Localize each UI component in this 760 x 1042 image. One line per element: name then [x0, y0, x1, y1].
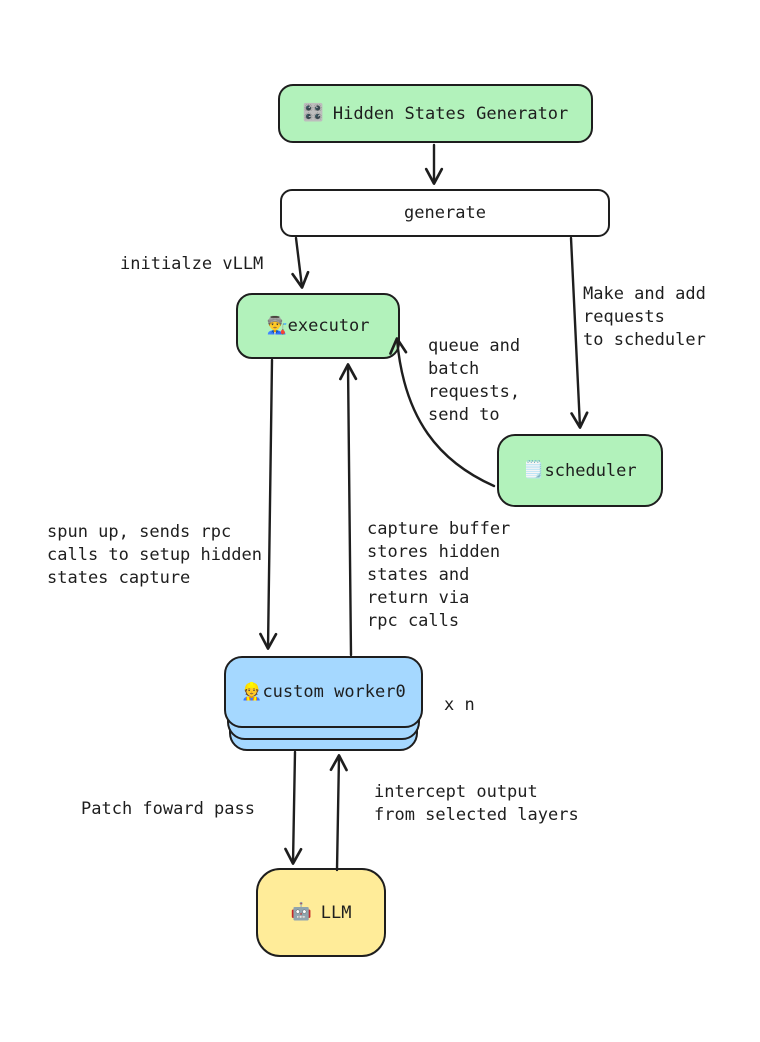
node-label: scheduler [544, 460, 637, 481]
node-label: LLM [320, 902, 352, 923]
arrow-generate-to-executor [291, 236, 310, 289]
arrow-worker-to-executor [339, 363, 358, 657]
node-label: executor [287, 316, 370, 336]
control-knobs-icon: 🎛️ [302, 103, 324, 123]
node-llm: 🤖 LLM [256, 868, 386, 957]
arrow-worker-to-llm [284, 750, 303, 865]
label-queue-and-batch: queue and batch requests, send to [428, 336, 521, 425]
robot-icon: 🤖 [290, 902, 312, 922]
node-label: Hidden States Generator [332, 103, 569, 124]
node-executor: 👨‍🏭 executor [236, 293, 400, 359]
notepad-icon: 🗒️ [523, 460, 545, 480]
label-intercept-output: intercept output from selected layers [374, 782, 579, 825]
arrow-executor-to-worker [259, 358, 278, 650]
label-spun-up-rpc: spun up, sends rpc calls to setup hidden… [47, 522, 262, 588]
construction-worker-icon: 👷 [241, 681, 263, 702]
node-custom-worker0: 👷 custom worker0 [224, 656, 423, 728]
node-label: custom worker0 [262, 682, 406, 702]
factory-worker-icon: 👨‍🏭 [266, 315, 288, 336]
label-worker-multiplier: x n [444, 695, 475, 715]
label-initialize-vllm: initialze vLLM [120, 254, 264, 274]
label-capture-buffer: capture buffer stores hidden states and … [367, 519, 511, 631]
node-label: generate [404, 203, 486, 223]
node-generate: generate [280, 189, 610, 237]
arrow-llm-to-worker [329, 754, 348, 872]
label-make-and-add-requests: Make and add requests to scheduler [583, 284, 706, 350]
node-hidden-states-generator: 🎛️ Hidden States Generator [278, 84, 593, 143]
label-patch-forward-pass: Patch foward pass [81, 799, 255, 819]
node-scheduler: 🗒️ scheduler [497, 434, 663, 507]
arrow-generate-to-scheduler [569, 236, 589, 429]
